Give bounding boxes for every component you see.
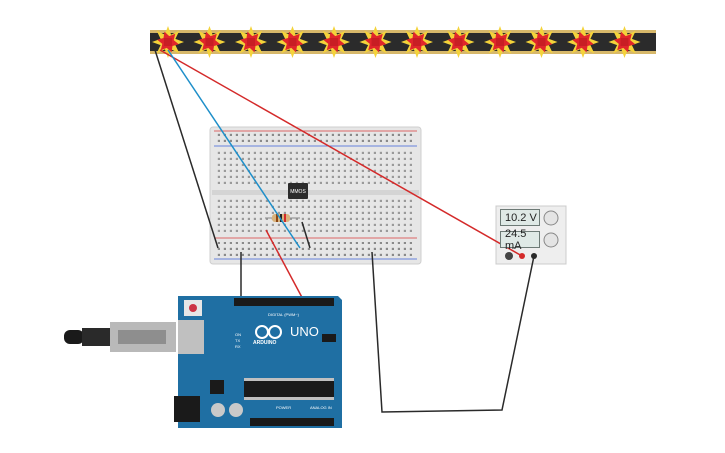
- wire-black-power-ground[interactable]: [371, 251, 535, 413]
- led-chip: [537, 38, 546, 46]
- wire-black-strip-ground[interactable]: [154, 49, 219, 249]
- led-chip: [247, 38, 255, 46]
- led-chip: [620, 38, 629, 46]
- led-pixel[interactable]: [525, 26, 558, 58]
- current-display: 24.5 mA: [500, 228, 540, 252]
- wire-red-arduino[interactable]: [265, 229, 306, 304]
- mosfet-chip[interactable]: MMOS: [288, 183, 308, 199]
- digital-label: DIGITAL (PWM~): [268, 312, 299, 317]
- on-label: ON: [235, 332, 241, 337]
- breadboard[interactable]: [209, 126, 422, 265]
- usb-cable[interactable]: [64, 322, 176, 352]
- led-chip: [371, 38, 380, 46]
- led-strip[interactable]: [150, 26, 656, 58]
- wire-blue-data[interactable]: [167, 49, 301, 249]
- digital-header[interactable]: [234, 298, 334, 306]
- arduino-logo: [255, 325, 282, 339]
- power-label: POWER: [276, 405, 292, 410]
- atmega-chip: [244, 380, 334, 398]
- tx-label: TX: [235, 338, 241, 343]
- led-pixel[interactable]: [318, 26, 350, 58]
- arduino-board[interactable]: [174, 296, 342, 428]
- wires: [154, 49, 535, 413]
- led-chip: [205, 38, 214, 46]
- wire-red-strip-power[interactable]: [159, 49, 523, 257]
- led-pixel[interactable]: [484, 26, 516, 58]
- led-pixel[interactable]: [276, 26, 309, 58]
- rx-label: RX: [235, 344, 241, 349]
- led-chip: [579, 38, 587, 46]
- wire-black-mosfet[interactable]: [301, 221, 311, 249]
- led-chip: [413, 38, 421, 46]
- chip-label: MMOS: [290, 189, 306, 195]
- led-pixel[interactable]: [442, 26, 475, 58]
- analog-label: ANALOG IN: [310, 405, 332, 410]
- reset-button[interactable]: [189, 304, 197, 312]
- arduino-brand-label: ARDUINO: [253, 340, 277, 346]
- resistor[interactable]: [265, 214, 300, 222]
- led-pixel[interactable]: [401, 26, 433, 58]
- led-chip: [496, 38, 504, 46]
- led-chip: [454, 38, 463, 46]
- arduino-model-label: UNO: [290, 324, 319, 339]
- led-pixel[interactable]: [235, 26, 267, 58]
- led-pixel[interactable]: [567, 26, 599, 58]
- power-analog-header[interactable]: [250, 418, 334, 426]
- led-chip: [164, 38, 172, 46]
- led-pixel[interactable]: [193, 26, 226, 58]
- voltage-display: 10.2 V: [500, 209, 540, 226]
- led-chip: [288, 38, 297, 46]
- led-pixel[interactable]: [359, 26, 392, 58]
- led-chip: [330, 38, 338, 46]
- led-pixel[interactable]: [608, 26, 641, 58]
